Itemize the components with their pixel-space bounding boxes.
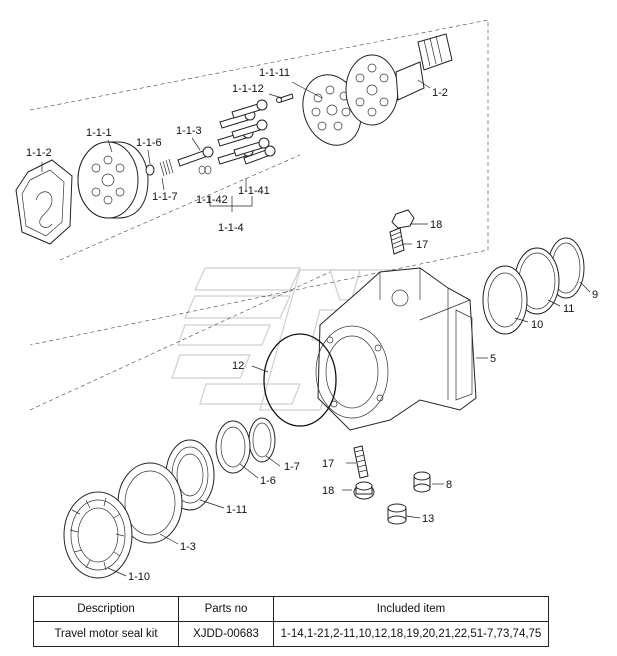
- label-1-1-6: 1-1-6: [136, 137, 162, 149]
- label-1-1-11: 1-1-11: [259, 67, 290, 79]
- table-row: Travel motor seal kit XJDD-00683 1-14,1-…: [33, 621, 549, 647]
- part-housing: [315, 267, 477, 431]
- header-description: Description: [33, 596, 179, 622]
- cell-parts-no: XJDD-00683: [178, 621, 274, 647]
- part-ring-10: [482, 265, 528, 335]
- label-1-2: 1-2: [432, 87, 448, 99]
- part-rings: [198, 165, 212, 175]
- leader-lines: [41, 79, 591, 577]
- part-rod: [177, 146, 214, 167]
- label-10: 10: [531, 319, 543, 331]
- header-parts-no: Parts no: [178, 596, 274, 622]
- part-cylinder-block: [77, 141, 149, 219]
- header-included-item: Included item: [273, 596, 549, 622]
- part-shaft: [345, 33, 453, 126]
- label-18-lower: 18: [322, 485, 334, 497]
- part-plug-upper: [391, 209, 415, 229]
- label-1-1-1: 1-1-1: [86, 127, 112, 139]
- part-ring-1-6: [215, 420, 251, 474]
- part-screw-upper: [389, 227, 405, 255]
- part-plug-lower-18: [353, 481, 375, 500]
- label-9: 9: [592, 289, 598, 301]
- part-plug-13: [387, 503, 407, 525]
- label-1-7: 1-7: [284, 461, 300, 473]
- part-pistons: [217, 99, 276, 165]
- label-18-upper: 18: [430, 219, 442, 231]
- cell-description: Travel motor seal kit: [33, 621, 179, 647]
- table-header-row: Description Parts no Included item: [33, 596, 549, 622]
- part-seal-ring: [117, 462, 183, 544]
- part-plug-8: [413, 471, 431, 493]
- guide-line-upper: [29, 19, 489, 346]
- label-17-lower: 17: [322, 458, 334, 470]
- guide-line-lower: [29, 271, 331, 411]
- seal-kit-table: Description Parts no Included item Trave…: [33, 596, 549, 647]
- label-1-1-42: 1-1-42: [196, 194, 228, 206]
- guide-line-mid: [59, 154, 301, 261]
- label-1-1-3: 1-1-3: [176, 125, 202, 137]
- label-1-1-2: 1-1-2: [26, 147, 52, 159]
- label-12: 12: [232, 360, 244, 372]
- label-8: 8: [446, 479, 452, 491]
- label-1-6: 1-6: [260, 475, 276, 487]
- part-valve-plate: [15, 159, 73, 245]
- label-1-1-4: 1-1-4: [218, 222, 244, 234]
- part-screw-lower: [353, 445, 369, 479]
- label-1-3: 1-3: [180, 541, 196, 553]
- label-1-1-41: 1-1-41: [238, 185, 270, 197]
- label-1-1-7: 1-1-7: [152, 191, 178, 203]
- part-o-ring: [263, 333, 337, 427]
- label-1-11: 1-11: [226, 504, 247, 516]
- label-13: 13: [422, 513, 434, 525]
- part-spring: [159, 158, 174, 177]
- label-1-1-12: 1-1-12: [232, 83, 264, 95]
- part-roller-bearing: [63, 491, 133, 579]
- part-washer: [145, 164, 155, 176]
- cell-included-item: 1-14,1-21,2-11,10,12,18,19,20,21,22,51-7…: [273, 621, 549, 647]
- part-snap-ring-1-7: [248, 417, 276, 463]
- label-1-10: 1-10: [128, 571, 150, 583]
- label-17-upper: 17: [416, 239, 428, 251]
- part-pin: [276, 93, 294, 103]
- label-11: 11: [563, 303, 574, 315]
- label-5: 5: [490, 353, 496, 365]
